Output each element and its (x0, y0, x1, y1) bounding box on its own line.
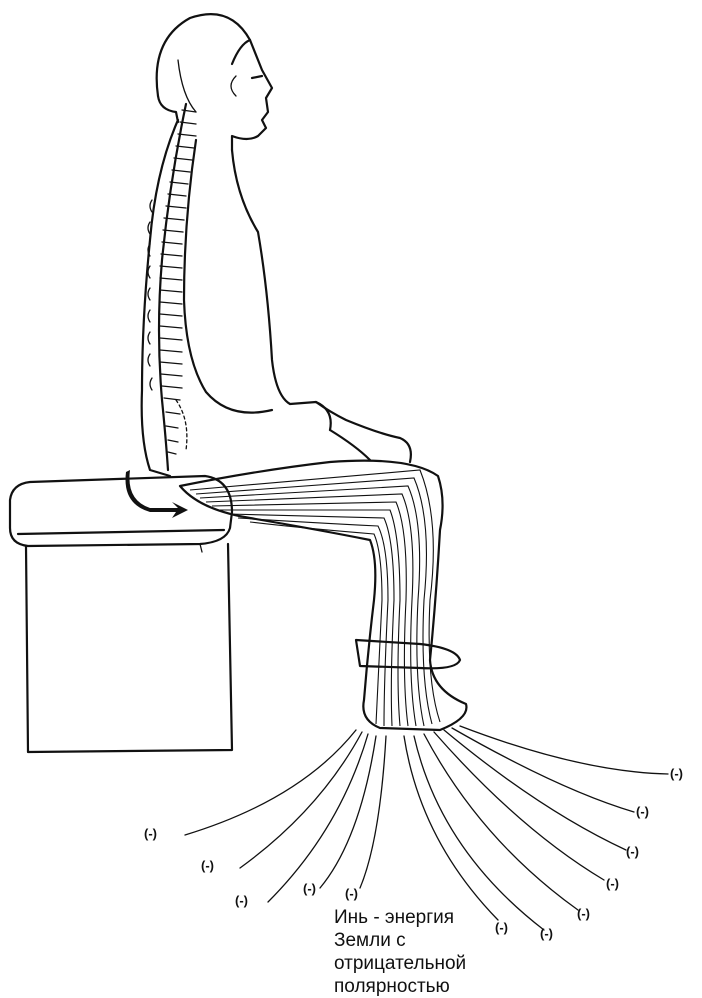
polarity-mark: (-) (636, 804, 649, 819)
polarity-mark: (-) (235, 893, 248, 908)
polarity-mark: (-) (670, 766, 683, 781)
polarity-mark: (-) (606, 876, 619, 891)
polarity-mark: (-) (201, 858, 214, 873)
polarity-mark: (-) (540, 926, 553, 941)
polarity-mark: (-) (495, 920, 508, 935)
polarity-mark: (-) (345, 886, 358, 901)
polarity-mark: (-) (577, 906, 590, 921)
stool (10, 476, 232, 752)
caption-line: полярностью (334, 975, 466, 998)
ground-energy-lines (185, 726, 668, 930)
caption-line: отрицательной (334, 952, 466, 975)
torso (142, 120, 411, 476)
polarity-mark: (-) (626, 844, 639, 859)
spine (148, 104, 196, 470)
polarity-mark: (-) (144, 826, 157, 841)
energy-caption: Инь - энергия Земли с отрицательной поля… (334, 906, 466, 998)
leg-energy-fibers (180, 461, 466, 730)
polarity-mark: (-) (303, 881, 316, 896)
caption-line: Инь - энергия (334, 906, 466, 929)
caption-line: Земли с (334, 929, 466, 952)
